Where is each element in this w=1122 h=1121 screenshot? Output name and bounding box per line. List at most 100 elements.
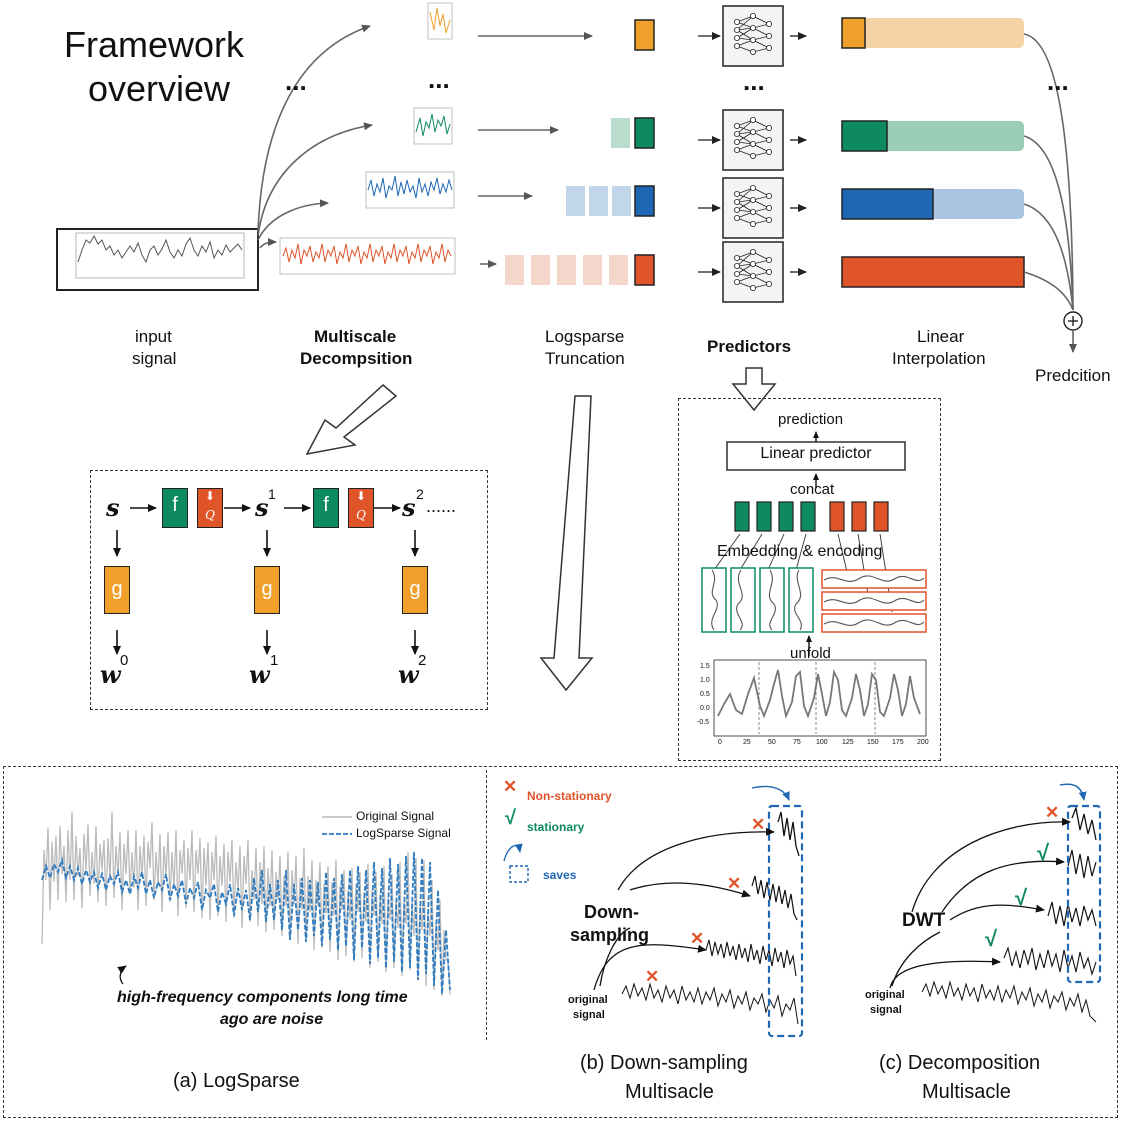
- downsampling-signals: [593, 785, 804, 1038]
- predictor-detail-graphics: [701, 431, 927, 737]
- label-input-line2: signal: [132, 349, 177, 368]
- block-g-label: g: [409, 578, 421, 600]
- cross-icon: ✕: [751, 815, 766, 834]
- symbol-s: s: [106, 493, 120, 522]
- plot-xtick: 50: [768, 739, 776, 746]
- check-icon: √: [1037, 840, 1050, 865]
- label-decomposition-line2: Decompsition: [300, 349, 413, 368]
- symbol-s2-sup: 2: [416, 486, 424, 502]
- symbol-w1: w: [249, 660, 270, 689]
- cross-icon: ✕: [727, 874, 742, 893]
- dwt-signals: [889, 783, 1102, 1023]
- truncation-row-green: [611, 117, 655, 149]
- plot-xtick: 0: [718, 739, 722, 746]
- check-icon: √: [505, 807, 516, 829]
- ellipsis: ...: [428, 64, 450, 94]
- block-f-label: f: [172, 494, 178, 516]
- block-q-label: Q: [205, 508, 215, 522]
- bottom-graphics: [41, 783, 1102, 1038]
- plot-ytick: -0.5: [697, 719, 710, 726]
- ellipsis: ...: [285, 66, 307, 96]
- cross-icon: ✕: [645, 967, 660, 986]
- q-down-arrow-icon: ⬇: [355, 489, 367, 503]
- legend-saves: saves: [543, 868, 577, 882]
- predictor-net-icon: [722, 5, 784, 67]
- truncation-row-red: [505, 254, 655, 286]
- decomposition-arrows: [113, 504, 419, 655]
- pred-label-unfold: unfold: [790, 645, 831, 662]
- plot-ytick: 0.0: [700, 705, 710, 712]
- original-signal-label-line2: signal: [870, 1004, 902, 1016]
- label-truncation-line1: Logsparse: [545, 327, 625, 346]
- symbol-w0: w: [100, 660, 121, 689]
- plot-xtick: 100: [816, 739, 828, 746]
- legend-original-signal: Original Signal: [356, 809, 435, 823]
- ellipsis: ...: [1047, 66, 1069, 96]
- truncation-row-orange: [634, 19, 655, 51]
- logsparse-plot: [41, 811, 451, 997]
- decomposition-detail-box: [90, 470, 488, 710]
- ellipsis: ...: [743, 66, 765, 96]
- plot-xtick: 75: [793, 739, 801, 746]
- cross-icon: ✕: [690, 929, 705, 948]
- pred-label-concat: concat: [790, 481, 835, 498]
- label-interpolation-line2: Interpolation: [892, 349, 986, 368]
- symbol-w2-sup: 2: [418, 652, 427, 669]
- block-g-label: g: [261, 578, 273, 600]
- cross-icon: ✕: [503, 777, 518, 796]
- scale-plot-green: [413, 107, 453, 145]
- hollow-arrow-down-left: [305, 384, 398, 456]
- block-q-label: Q: [356, 508, 366, 522]
- label-input-line1: input: [135, 327, 172, 346]
- input-signal-plot: [56, 228, 259, 291]
- original-signal-label-line1: original: [865, 989, 905, 1001]
- symbol-s1-sup: 1: [268, 486, 276, 502]
- bottom-panel-box: [3, 766, 1118, 1118]
- predictor-net-icon: [722, 109, 784, 171]
- plot-xtick: 25: [743, 739, 751, 746]
- block-g: [104, 566, 130, 614]
- symbol-s1: s: [255, 493, 269, 522]
- label-prediction: Predcition: [1035, 366, 1111, 385]
- plot-xtick: 200: [917, 739, 929, 746]
- panel-c-caption-line2: Multisacle: [922, 1081, 1011, 1103]
- block-f: [313, 488, 339, 528]
- symbol-trail: ......: [426, 496, 457, 516]
- plot-ytick: 1.0: [700, 677, 710, 684]
- panel-a-note-line2: ago are noise: [220, 1011, 324, 1028]
- framework-title-line2: overview: [88, 68, 231, 109]
- label-decomposition-line1: Multiscale: [314, 327, 397, 346]
- panel-a-divider: [486, 770, 487, 1040]
- downsampling-label-line2: sampling: [570, 925, 650, 945]
- block-q: [348, 488, 374, 528]
- sum-node: [1063, 311, 1083, 331]
- plot-ytick: 1.5: [700, 663, 710, 670]
- dwt-label: DWT: [902, 910, 946, 931]
- truncation-row-blue: [566, 185, 655, 217]
- label-interpolation-line1: Linear: [917, 327, 965, 346]
- q-down-arrow-icon: ⬇: [204, 489, 216, 503]
- framework-title-line1: Framework: [64, 24, 245, 65]
- legend-logsparse-signal: LogSparse Signal: [356, 826, 451, 840]
- panel-a-note-line1: high-frequency components long time: [117, 989, 408, 1006]
- cross-icon: ✕: [1045, 803, 1060, 822]
- scale-plot-red: [279, 237, 456, 275]
- predictor-detail-box: [678, 398, 941, 761]
- pred-linear-predictor: Linear predictor: [760, 445, 872, 462]
- label-predictors: Predictors: [707, 337, 792, 356]
- panel-c-caption-line1: (c) Decomposition: [879, 1052, 1041, 1074]
- scale-plot-orange: [427, 2, 453, 40]
- scale-plot-blue: [365, 171, 455, 209]
- hollow-arrows: [305, 367, 777, 692]
- interp-bar-red: [841, 256, 1025, 288]
- panel-a-caption: (a) LogSparse: [173, 1070, 300, 1092]
- block-f: [162, 488, 188, 528]
- plot-xtick: 125: [842, 739, 854, 746]
- block-f-label: f: [323, 494, 329, 516]
- block-g: [402, 566, 428, 614]
- symbol-w1-sup: 1: [270, 652, 279, 669]
- interp-bar-blue: [841, 188, 1024, 220]
- pred-label-embedding: Embedding & encoding: [717, 543, 883, 560]
- original-signal-label-line2: signal: [573, 1009, 605, 1021]
- symbol-w2: w: [398, 660, 419, 689]
